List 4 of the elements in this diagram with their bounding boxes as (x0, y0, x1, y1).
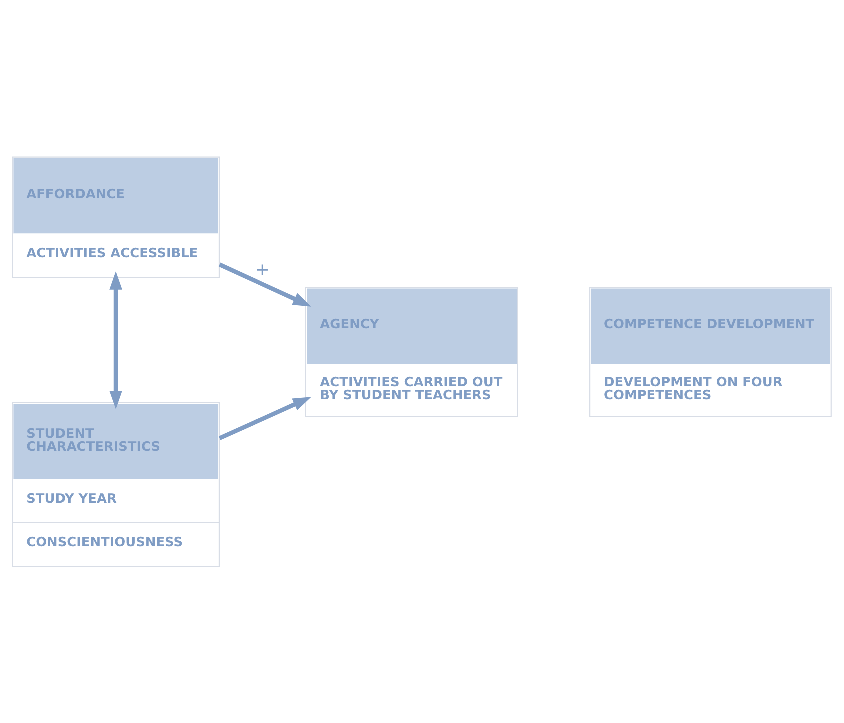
edge-label: + (255, 260, 270, 280)
arrow (218, 396, 312, 440)
arrow (110, 271, 122, 409)
arrow (218, 262, 312, 306)
